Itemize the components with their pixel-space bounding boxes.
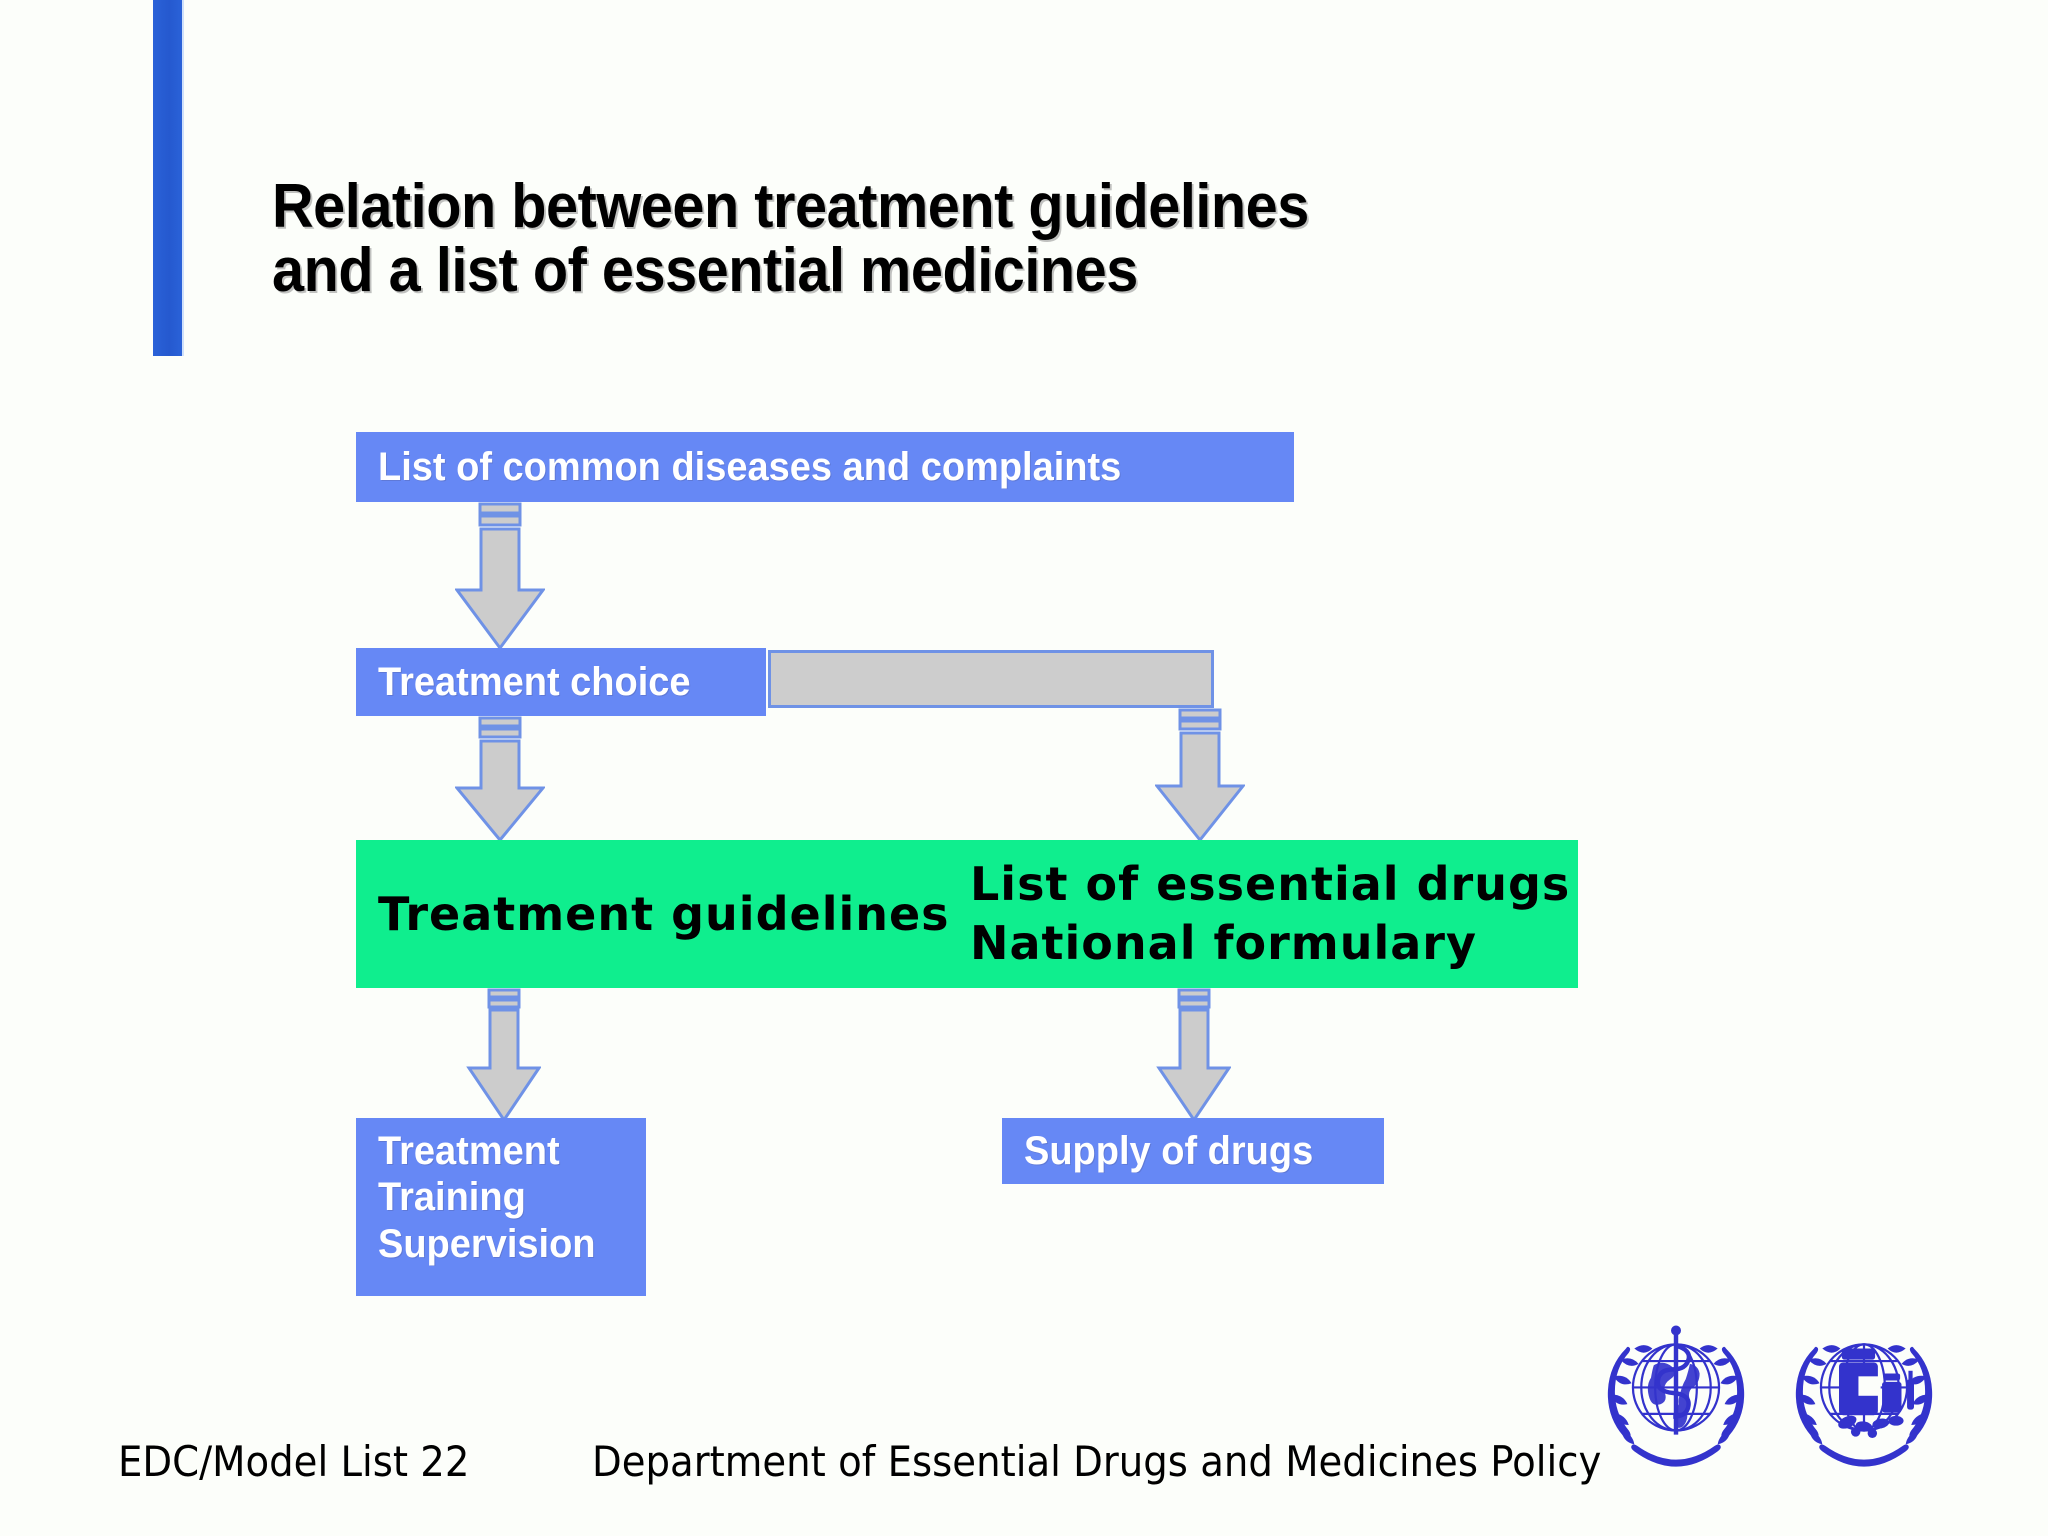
- node-label: List of common diseases and complaints: [378, 444, 1122, 489]
- footer-slide-reference: EDC/Model List 22: [118, 1437, 470, 1486]
- page-title: Relation between treatment guidelines an…: [272, 172, 1309, 305]
- node-label-national-formulary: National formulary: [970, 916, 1477, 970]
- node-guidelines-and-essential-list[interactable]: Treatment guidelines List of essential d…: [356, 840, 1578, 988]
- connector-bar-choice-to-essential: [768, 650, 1214, 708]
- arrow-choice-to-guidelines: [455, 716, 545, 844]
- node-list-of-common-diseases[interactable]: List of common diseases and complaints: [356, 432, 1294, 502]
- arrow-bar-to-essential-drugs: [1155, 708, 1245, 844]
- arrow-formulary-to-supply: [1155, 988, 1231, 1124]
- who-emblem-icon: [1592, 1318, 1760, 1468]
- green-column-left: Treatment guidelines: [378, 840, 950, 988]
- node-supply-of-drugs[interactable]: Supply of drugs: [1002, 1118, 1384, 1184]
- essential-medicines-emblem-icon: [1780, 1318, 1948, 1468]
- node-label: Treatment choice: [378, 659, 691, 704]
- node-label: Supply of drugs: [1024, 1128, 1314, 1173]
- green-column-right: List of essential drugs National formula…: [970, 840, 1570, 988]
- arrow-diseases-to-choice: [455, 502, 545, 652]
- left-accent-bar: [153, 0, 184, 356]
- arrow-guidelines-to-training: [465, 988, 541, 1124]
- node-treatment-training-supervision[interactable]: Treatment Training Supervision: [356, 1118, 646, 1296]
- node-label-list-of-essential-drugs: List of essential drugs: [970, 857, 1571, 912]
- node-label: Treatment Training Supervision: [378, 1129, 596, 1266]
- node-label-treatment-guidelines: Treatment guidelines: [378, 886, 950, 941]
- node-treatment-choice[interactable]: Treatment choice: [356, 648, 766, 716]
- footer-department-name: Department of Essential Drugs and Medici…: [592, 1437, 1602, 1486]
